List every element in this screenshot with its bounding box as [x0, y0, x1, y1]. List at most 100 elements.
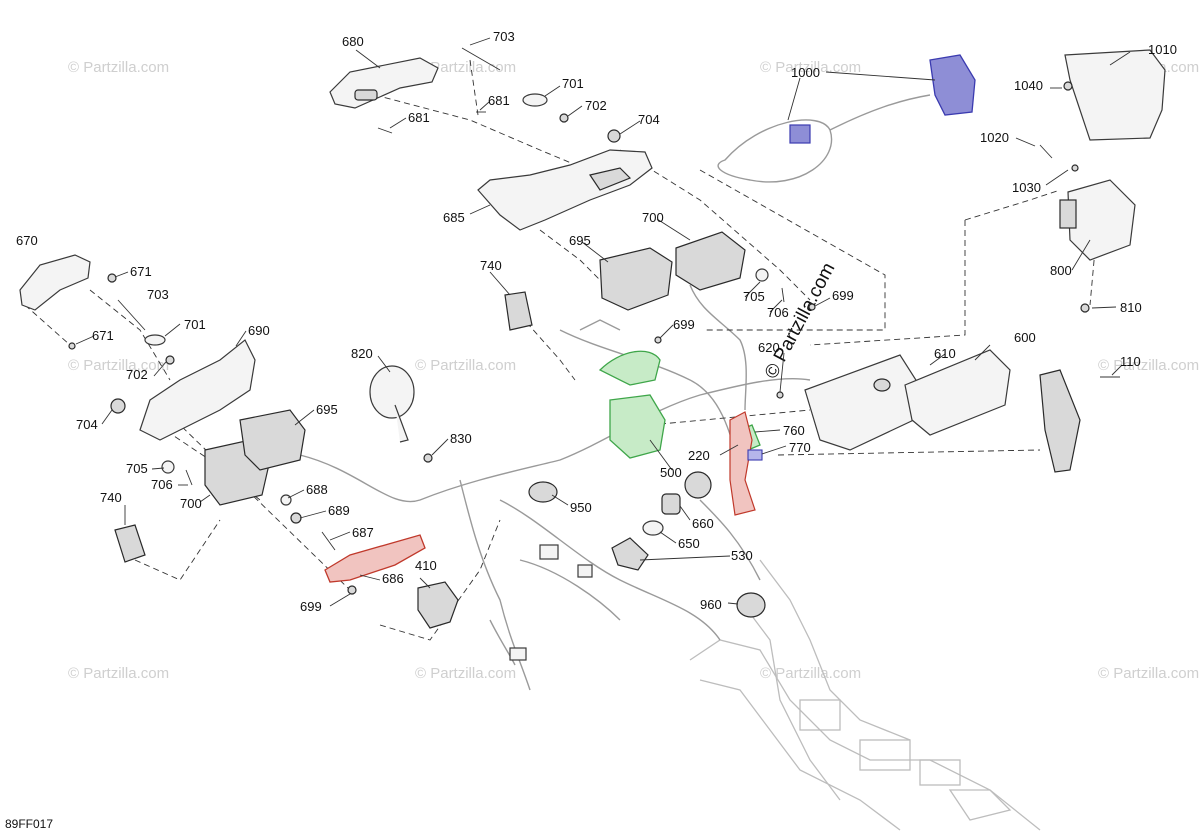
callout-label: 1020: [980, 130, 1009, 145]
part-690-bracket-left: [139, 339, 256, 441]
callout-label: 706: [767, 305, 789, 320]
callout-label: 610: [934, 346, 956, 361]
callout-label: 695: [569, 233, 591, 248]
part-680-light-bracket: [329, 57, 439, 109]
callout-label: 701: [562, 76, 584, 91]
callout-label: 740: [100, 490, 122, 505]
callout-label: 500: [660, 465, 682, 480]
callout-label: 702: [585, 98, 607, 113]
callout-label: 830: [450, 431, 472, 446]
watermark: © Partzilla.com: [760, 665, 861, 682]
part-530-switch: [611, 537, 649, 571]
callout-label: 620: [758, 340, 780, 355]
callout-label: 1000: [791, 65, 820, 80]
callout-label: 705: [126, 461, 148, 476]
part-960-switch: [736, 592, 766, 618]
callout-label: 700: [180, 496, 202, 511]
watermark: © Partzilla.com: [415, 665, 516, 682]
callout-label: 820: [351, 346, 373, 361]
callout-label: 1040: [1014, 78, 1043, 93]
part-1010-ecu-bracket: [1064, 49, 1166, 141]
part-220-red-harness: [729, 411, 756, 516]
part-686-red-bracket: [324, 534, 426, 583]
part-740-connector-top: [504, 291, 533, 331]
part-695-relay-box-top: [599, 247, 673, 311]
part-1000-handlebar-switch: [717, 54, 976, 183]
watermark: © Partzilla.com: [415, 59, 516, 76]
part-703-bolt: [461, 47, 501, 71]
part-770-blue-connector: [747, 449, 763, 461]
part-695-relay-box-left: [239, 409, 306, 471]
callout-label: 695: [316, 402, 338, 417]
part-705-706-699-hardware-top: [654, 268, 816, 344]
part-670-light-bracket-left: [19, 254, 91, 311]
callout-label: 660: [692, 516, 714, 531]
callout-label: 701: [184, 317, 206, 332]
callout-label: 704: [638, 112, 660, 127]
part-681-screw: [377, 111, 486, 134]
watermark: © Partzilla.com: [68, 357, 169, 374]
part-703-bolt-left: [117, 299, 146, 331]
callout-label: 699: [673, 317, 695, 332]
callout-label: 740: [480, 258, 502, 273]
part-620-screw: [776, 391, 784, 399]
part-704-grommet: [607, 129, 621, 143]
callout-label: 530: [731, 548, 753, 563]
part-740-connector-left: [114, 524, 146, 563]
connector: [577, 564, 593, 578]
callout-label: 960: [700, 597, 722, 612]
callout-label: 110: [1120, 354, 1141, 369]
part-702-nut: [559, 113, 569, 123]
callout-label: 800: [1050, 263, 1072, 278]
watermark: © Partzilla.com: [415, 357, 516, 374]
part-685-mounting-bracket: [477, 149, 653, 231]
connector: [509, 647, 527, 661]
part-110-bracket: [1039, 369, 1081, 473]
callout-label: 688: [306, 482, 328, 497]
callout-label: 1030: [1012, 180, 1041, 195]
callout-label: 671: [130, 264, 152, 279]
callout-label: 699: [300, 599, 322, 614]
part-701-bracket: [522, 93, 548, 107]
callout-label: 687: [352, 525, 374, 540]
callout-label: 1010: [1148, 42, 1177, 57]
leader-lines: [75, 37, 1131, 607]
callout-labels: 680 703 701 681 702 681 704 1000 1010 10…: [16, 29, 1177, 614]
callout-label: 810: [1120, 300, 1142, 315]
callout-label: 950: [570, 500, 592, 515]
watermark-diagonal: © Partzilla.com: [761, 259, 840, 382]
part-950-switch: [528, 481, 558, 503]
callout-label: 600: [1014, 330, 1036, 345]
callout-label: 681: [408, 110, 430, 125]
callout-label: 705: [743, 289, 765, 304]
callout-label: 770: [789, 440, 811, 455]
callout-label: 700: [642, 210, 664, 225]
callout-label: 410: [415, 558, 437, 573]
callout-label: 650: [678, 536, 700, 551]
part-800-ecu: [1059, 179, 1136, 261]
callout-label: 703: [147, 287, 169, 302]
wiring-harness: [299, 284, 811, 691]
callout-label: 681: [488, 93, 510, 108]
callout-label: 702: [126, 367, 148, 382]
callout-label: 670: [16, 233, 38, 248]
callout-label: 686: [382, 571, 404, 586]
callout-label: 220: [688, 448, 710, 463]
frame-outline: [689, 559, 1041, 831]
connector: [539, 544, 559, 560]
callout-label: 671: [92, 328, 114, 343]
part-left-hardware: [68, 273, 193, 486]
callout-label: 760: [783, 423, 805, 438]
callout-label: 680: [342, 34, 364, 49]
callout-label: 699: [832, 288, 854, 303]
part-650-ring: [642, 520, 664, 536]
watermark: © Partzilla.com: [68, 665, 169, 682]
watermark: © Partzilla.com: [1098, 357, 1199, 374]
callout-label: 690: [248, 323, 270, 338]
part-610-cluster-housing: [804, 354, 936, 451]
callout-label: 706: [151, 477, 173, 492]
part-small-screws: [1039, 81, 1120, 378]
watermark: © Partzilla.com: [68, 59, 169, 76]
part-600-display: [904, 349, 1011, 436]
